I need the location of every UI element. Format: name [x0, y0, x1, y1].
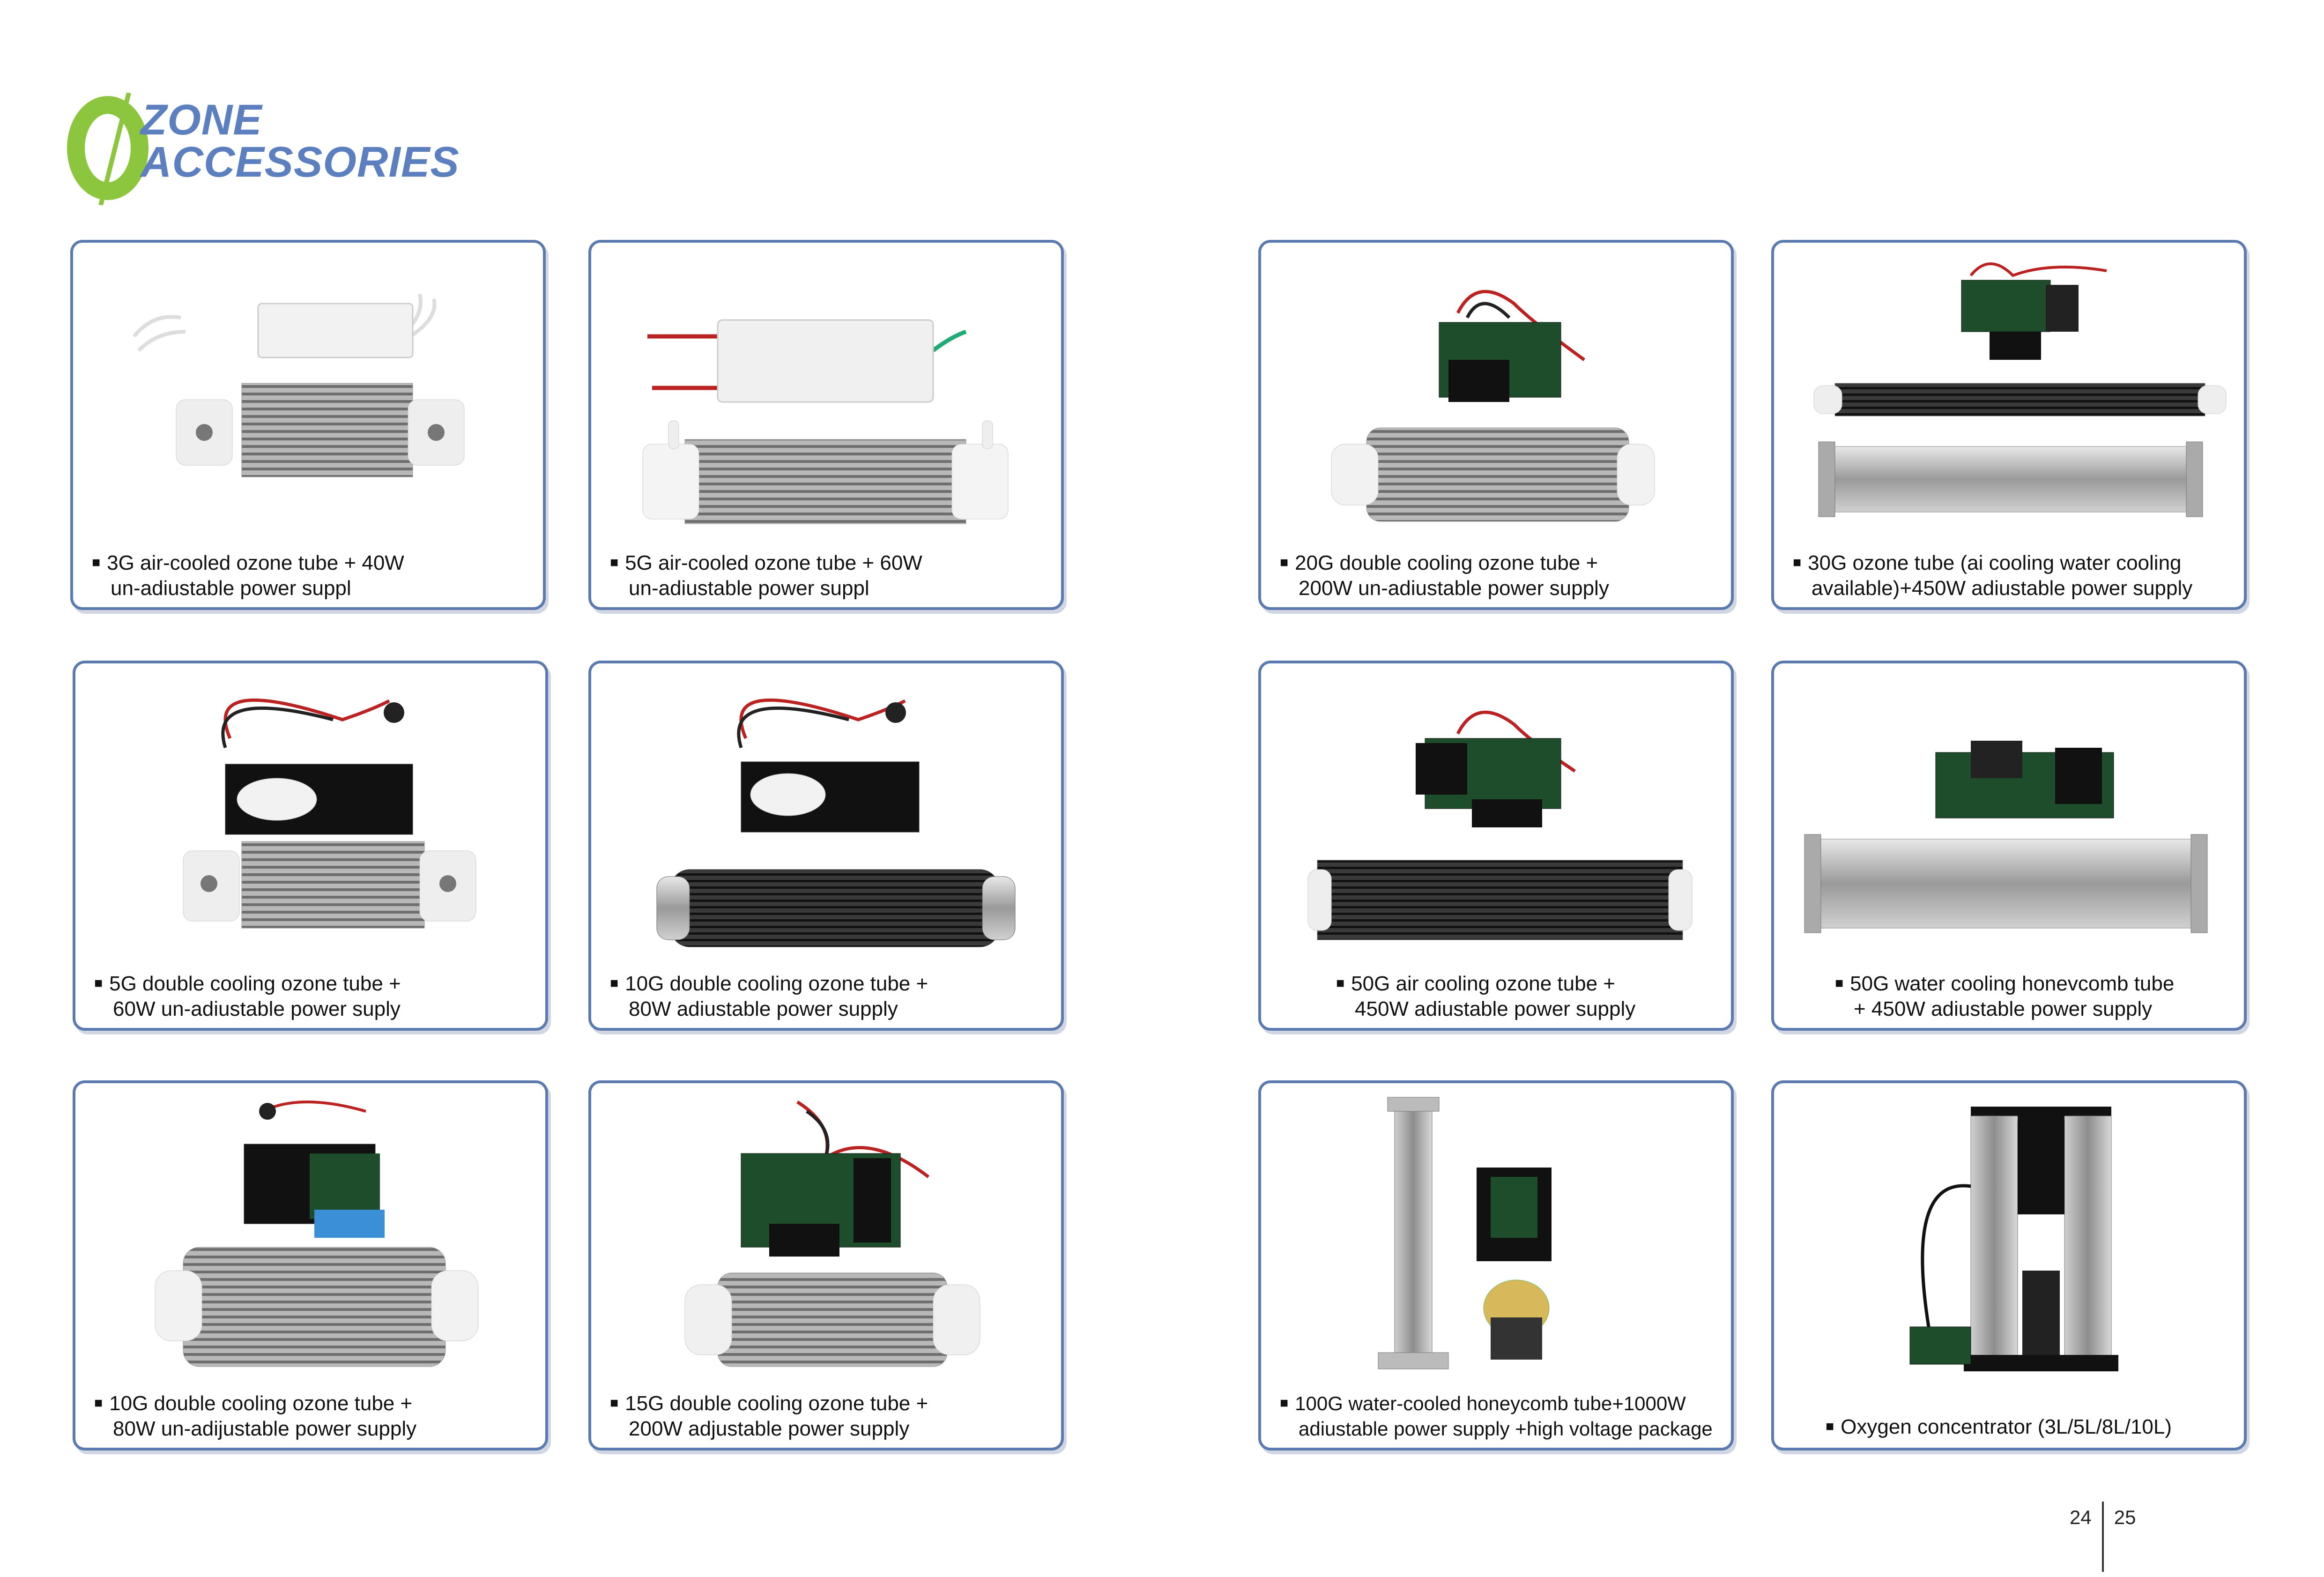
- product-card: ■ 50G air cooling ozone tube + 450W adius…: [1258, 661, 1734, 1031]
- bullet-icon: ■: [1280, 1395, 1289, 1411]
- caption-line2: 80W adiustable power supply: [629, 997, 898, 1020]
- ozone-tube-image: [155, 1101, 479, 1367]
- product-card: ■ 5G air-cooled ozone tube + 60W un-adius…: [588, 240, 1064, 610]
- ozone-tube-image: [1307, 710, 1693, 940]
- caption-line1: 10G double cooling ozone tube +: [625, 972, 928, 995]
- caption-line1: 5G air-cooled ozone tube + 60W: [625, 551, 922, 574]
- caption-line2: 200W adjustable power supply: [629, 1417, 910, 1440]
- logo-line-zone: ZONE: [141, 96, 262, 144]
- caption-line1: 5G double cooling ozone tube +: [109, 972, 401, 995]
- ozone-tube-image: [1331, 290, 1655, 522]
- product-caption: ■ 50G air cooling ozone tube + 450W adius…: [1336, 972, 1717, 1021]
- caption-line2: adiustable power supply +high voltage pa…: [1299, 1418, 1713, 1440]
- product-card: ■ 20G double cooling ozone tube + 200W un…: [1258, 240, 1734, 610]
- ozone-tube-image: [132, 294, 465, 477]
- ozone-tube-image: [656, 698, 1016, 947]
- product-caption: ■ 10G double cooling ozone tube + 80W adi…: [610, 972, 1047, 1021]
- ozone-tube-image: [1804, 741, 2208, 933]
- caption-line1: Oxygen concentrator (3L/5L/8L/10L): [1841, 1415, 2172, 1438]
- caption-line2: available)+450W adiustable power supply: [1812, 576, 2193, 600]
- product-card: ■ 3G air-cooled ozone tube + 40W un-adius…: [70, 240, 546, 610]
- ozone-tube-image: [1378, 1097, 1552, 1369]
- logo-line-accessories: ACCESSORIES: [141, 138, 460, 186]
- caption-line1: 15G double cooling ozone tube +: [625, 1392, 928, 1415]
- product-caption: ■ 5G air-cooled ozone tube + 60W un-adius…: [610, 551, 1047, 600]
- caption-line1: 100G water-cooled honeycomb tube+1000W: [1295, 1392, 1686, 1414]
- product-caption: ■ 20G double cooling ozone tube + 200W un…: [1280, 551, 1717, 600]
- product-caption: ■ 50G water cooling honevcomb tube + 450W…: [1835, 972, 2230, 1021]
- ozone-accessories-logo: ZONE ACCESSORIES: [63, 89, 461, 211]
- product-caption: ■ 5G double cooling ozone tube + 60W un-a…: [94, 972, 531, 1021]
- product-card: ■ 50G water cooling honevcomb tube + 450W…: [1771, 661, 2247, 1031]
- product-card: ■ Oxygen concentrator (3L/5L/8L/10L): [1771, 1080, 2247, 1451]
- ozone-tube-image: [642, 319, 1009, 524]
- product-caption: ■ 15G double cooling ozone tube + 200W ad…: [610, 1391, 1047, 1441]
- bullet-icon: ■: [610, 554, 619, 570]
- caption-line2: 80W un-adijustable power supply: [113, 1417, 417, 1440]
- page-number-left: 24: [2070, 1506, 2092, 1528]
- bullet-icon: ■: [610, 975, 619, 991]
- product-card: ■ 10G double cooling ozone tube + 80W un-…: [73, 1080, 548, 1451]
- caption-line2: 200W un-adiustable power supply: [1299, 576, 1609, 600]
- caption-line2: un-adiustable power suppl: [111, 576, 351, 600]
- product-card: ■ 15G double cooling ozone tube + 200W ad…: [588, 1080, 1064, 1451]
- bullet-icon: ■: [1336, 975, 1345, 991]
- product-caption: ■100G water-cooled honeycomb tube+1000W …: [1280, 1391, 1717, 1441]
- bullet-icon: ■: [1793, 554, 1802, 570]
- caption-line2: un-adiustable power suppl: [629, 576, 869, 600]
- ozone-o-logo-icon: [67, 93, 148, 205]
- ozone-tube-image: [684, 1101, 980, 1367]
- caption-line2: 450W adiustable power supply: [1355, 997, 1636, 1020]
- caption-line1: 30G ozone tube (ai cooling water cooling: [1808, 551, 2182, 574]
- product-caption: ■ 30G ozone tube (ai cooling water coolin…: [1793, 551, 2230, 600]
- page-number-right: 25: [2114, 1506, 2136, 1528]
- caption-line1: 10G double cooling ozone tube +: [109, 1392, 413, 1415]
- product-card: ■ 10G double cooling ozone tube + 80W adi…: [588, 661, 1064, 1031]
- caption-line2: 60W un-adiustable power suply: [113, 997, 401, 1020]
- bullet-icon: ■: [1280, 554, 1289, 570]
- product-card: ■100G water-cooled honeycomb tube+1000W …: [1258, 1080, 1734, 1451]
- product-caption: ■ 10G double cooling ozone tube + 80W un-…: [94, 1391, 531, 1441]
- ozone-tube-image: [1813, 262, 2227, 517]
- page-numbers: 24 25: [2070, 1502, 2136, 1572]
- oxygen-concentrator-image: [1909, 1107, 2118, 1371]
- bullet-icon: ■: [92, 554, 101, 570]
- caption-line1: 50G water cooling honevcomb tube: [1850, 972, 2175, 995]
- bullet-icon: ■: [94, 975, 103, 991]
- caption-line2: + 450W adiustable power supply: [1854, 997, 2153, 1020]
- bullet-icon: ■: [1835, 975, 1844, 991]
- caption-line1: 3G air-cooled ozone tube + 40W: [107, 551, 404, 574]
- product-caption: ■ Oxygen concentrator (3L/5L/8L/10L): [1826, 1415, 2230, 1440]
- bullet-icon: ■: [1826, 1418, 1834, 1434]
- caption-line1: 50G air cooling ozone tube +: [1351, 972, 1615, 995]
- caption-line1: 20G double cooling ozone tube +: [1295, 551, 1598, 574]
- bullet-icon: ■: [610, 1395, 619, 1411]
- product-caption: ■ 3G air-cooled ozone tube + 40W un-adius…: [92, 551, 529, 600]
- ozone-tube-image: [183, 698, 476, 929]
- product-card: ■ 5G double cooling ozone tube + 60W un-a…: [73, 661, 548, 1031]
- bullet-icon: ■: [94, 1395, 103, 1411]
- product-card: ■ 30G ozone tube (ai cooling water coolin…: [1771, 240, 2247, 610]
- page-divider: [2101, 1502, 2104, 1572]
